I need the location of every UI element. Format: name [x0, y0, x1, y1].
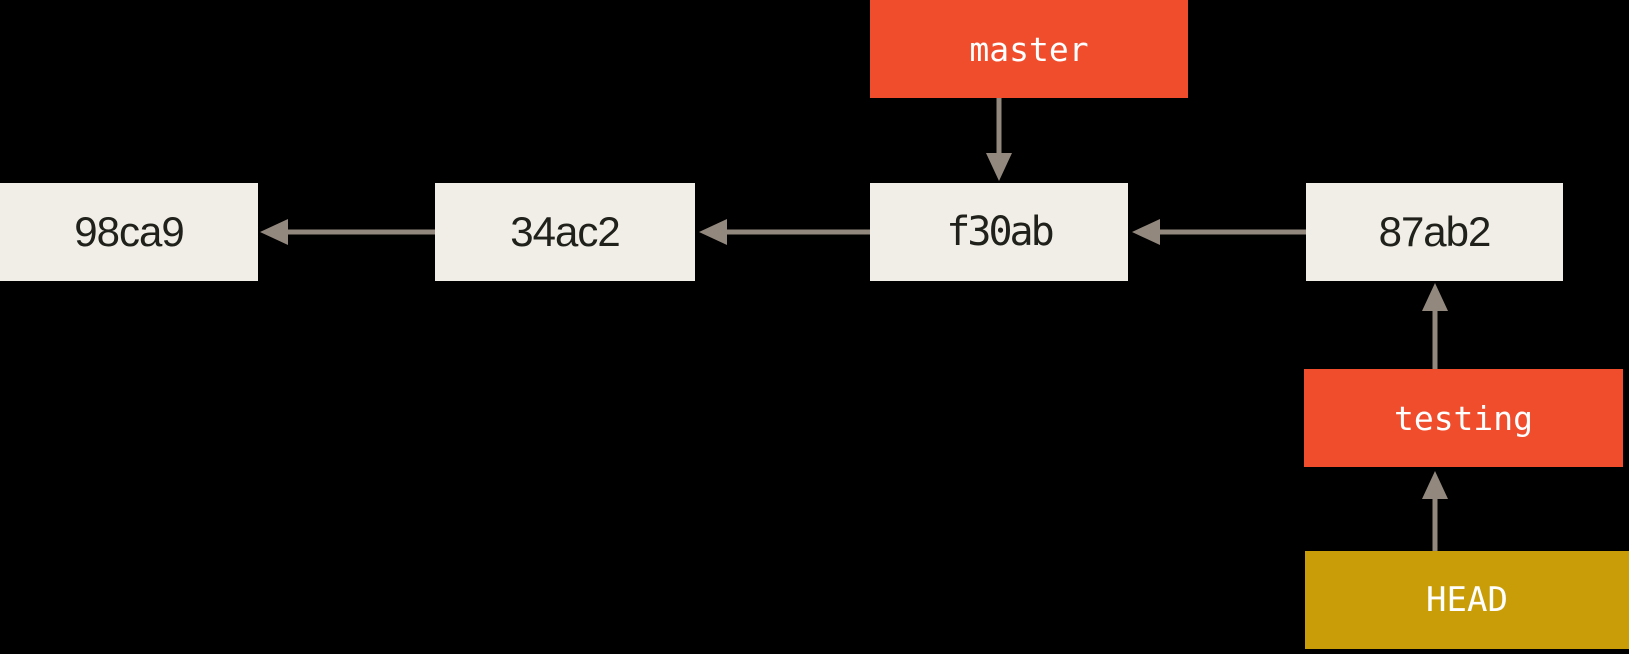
commit-hash-text: 87ab2 [1378, 208, 1492, 255]
commit-box-34ac2: 34ac2 [435, 183, 695, 281]
commit-box-98ca9: 98ca9 [0, 183, 258, 281]
branch-label-master: master [870, 0, 1188, 98]
commit-hash-text: f30ab [946, 209, 1054, 255]
edge-87ab2-to-f30ab [1132, 219, 1306, 245]
branch-label-testing: testing [1304, 369, 1623, 467]
commit-box-87ab2: 87ab2 [1306, 183, 1563, 281]
branch-label-testing-text: testing [1393, 398, 1534, 438]
head-pointer-text: HEAD [1426, 580, 1508, 620]
commit-hash-text: 98ca9 [74, 208, 184, 255]
head-pointer-label: HEAD [1305, 551, 1629, 649]
commit-hash-text: 34ac2 [510, 208, 620, 255]
edge-HEAD-to-testing [1422, 471, 1448, 551]
edge-master-to-f30ab [986, 98, 1012, 181]
commit-box-f30ab: f30ab [870, 183, 1128, 281]
branch-label-master-text: master [969, 29, 1089, 69]
edge-testing-to-87ab2 [1422, 283, 1448, 369]
edge-f30ab-to-34ac2 [699, 219, 870, 245]
edge-34ac2-to-98ca9 [260, 219, 435, 245]
